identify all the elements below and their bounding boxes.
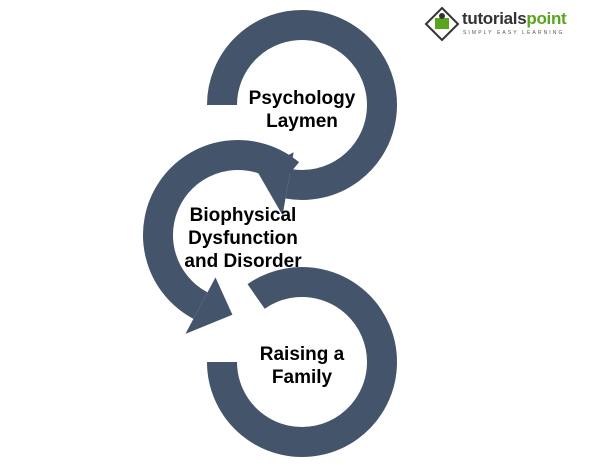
tutorialspoint-logo: tutorialspoint SIMPLY EASY LEARNING (424, 6, 574, 42)
ring-biophysical-arc (143, 140, 300, 319)
ring-biophysical-arrowhead (185, 277, 233, 334)
ring-psychology-arc (207, 10, 397, 200)
logo-icon (424, 6, 460, 42)
ring-family-arc (207, 267, 397, 457)
logo-name: tutorialspoint (462, 9, 567, 28)
logo-tagline: SIMPLY EASY LEARNING (463, 30, 565, 36)
